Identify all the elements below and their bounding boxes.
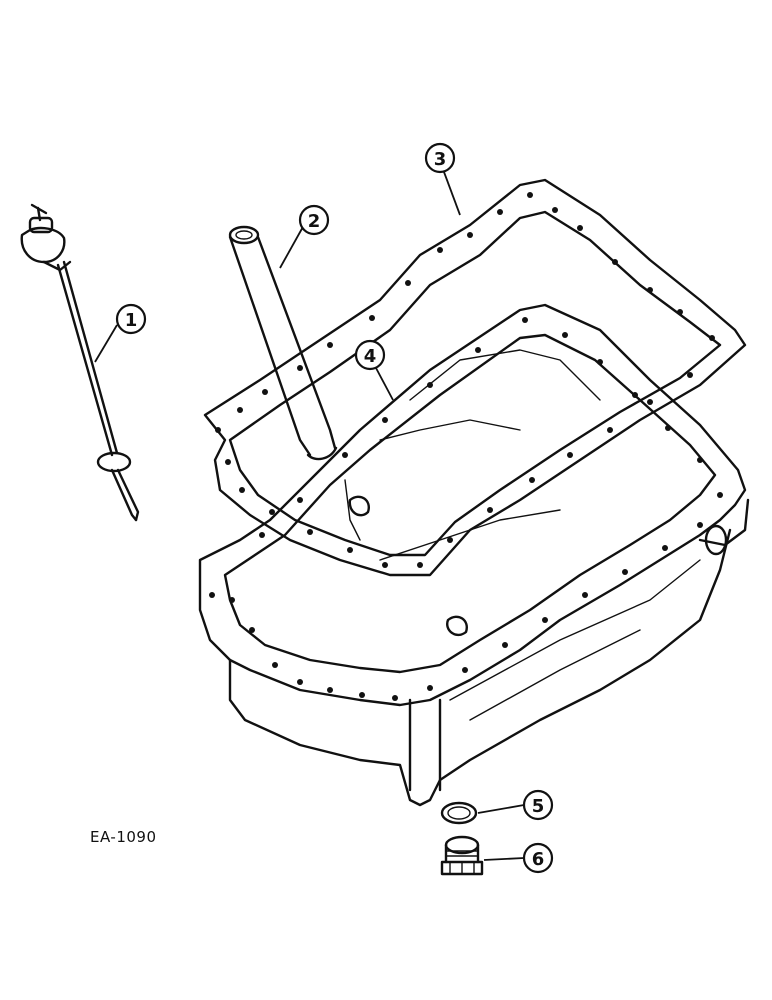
callout-2: 2	[279, 204, 330, 269]
callout-1: 1	[94, 303, 147, 363]
callout-1-label: 1	[125, 310, 138, 331]
callout-3: 3	[424, 142, 461, 216]
oil-pan-gasket	[203, 178, 747, 577]
dipstick	[20, 203, 140, 522]
callout-6: 6	[483, 842, 554, 874]
callout-5: 5	[477, 789, 554, 821]
oil-pan	[198, 303, 750, 807]
callout-4-label: 4	[364, 346, 377, 367]
callout-5-label: 5	[532, 796, 545, 817]
drain-plug	[440, 835, 484, 876]
callout-4: 4	[354, 339, 394, 401]
drain-plug-washer	[440, 801, 478, 825]
figure-code: EA-1090	[90, 828, 157, 846]
callout-3-label: 3	[434, 149, 447, 170]
dipstick-tube	[228, 225, 338, 461]
callout-2-label: 2	[308, 211, 321, 232]
callout-6-label: 6	[532, 849, 545, 870]
